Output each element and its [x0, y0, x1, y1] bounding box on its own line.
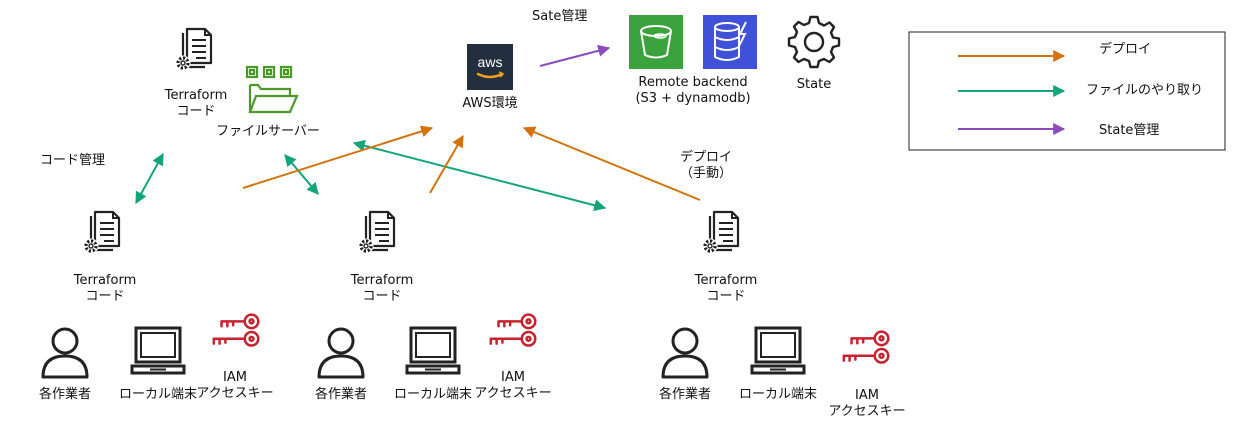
- label-terraform-code-top: Terraform コード: [150, 88, 242, 120]
- arrow-state-aws-to-backend: [539, 44, 611, 67]
- worker-icon-middle: [317, 327, 365, 379]
- label-local-pc-left: ローカル端末: [118, 387, 197, 402]
- label-iam-left: IAM アクセスキー: [190, 370, 280, 402]
- label-iam: IAM: [855, 388, 879, 403]
- label-remote-backend-line1: Remote backend: [638, 75, 748, 90]
- label-iam: IAM: [501, 370, 525, 385]
- arrow-file-right-code: [352, 139, 607, 212]
- arrow-file-middle-code: [284, 154, 319, 195]
- state-gear-icon: [787, 15, 841, 69]
- label-code: コード: [706, 289, 746, 304]
- label-terraform: Terraform: [164, 88, 228, 103]
- dynamodb-icon: [703, 15, 757, 69]
- legend-label-file: ファイルのやり取り: [1086, 83, 1204, 98]
- local-pc-icon-left: [130, 326, 186, 375]
- legend-label-deploy: デプロイ: [1099, 42, 1152, 57]
- local-pc-icon-right: [750, 326, 806, 375]
- label-remote-backend-line2: (S3 + dynamodb): [635, 91, 751, 106]
- label-terraform: Terraform: [694, 273, 758, 288]
- label-terraform-code-right: Terraform コード: [680, 273, 772, 305]
- worker-icon-left: [41, 327, 89, 379]
- label-code: コード: [362, 289, 402, 304]
- iam-key-icon-right: [842, 330, 890, 364]
- terraform-code-icon-right: [702, 210, 740, 256]
- terraform-code-icon-left: [83, 210, 121, 256]
- label-terraform-code-left: Terraform コード: [59, 273, 151, 305]
- label-file-server: ファイルサーバー: [216, 124, 320, 139]
- label-worker-right: 各作業者: [658, 387, 711, 402]
- label-access-key: アクセスキー: [474, 386, 552, 401]
- label-deploy-manual-line2: （手動）: [679, 166, 732, 181]
- iam-key-icon-middle: [489, 313, 537, 347]
- label-state: State: [796, 77, 832, 92]
- file-server-folder-icon: [245, 65, 299, 114]
- label-code: コード: [85, 289, 125, 304]
- label-iam: IAM: [223, 370, 247, 385]
- label-terraform: Terraform: [350, 273, 414, 288]
- local-pc-icon-middle: [405, 326, 461, 375]
- label-deploy-manual: デプロイ （手動）: [664, 150, 748, 182]
- arrow-deploy-middle: [429, 134, 464, 194]
- label-iam-right: IAM アクセスキー: [820, 388, 914, 420]
- iam-key-icon-left: [212, 313, 260, 347]
- label-code-kanri: コード管理: [40, 153, 106, 168]
- label-code: コード: [176, 104, 216, 119]
- aws-logo-icon: aws: [467, 44, 513, 90]
- label-aws-env: AWS環境: [462, 96, 518, 111]
- label-terraform: Terraform: [73, 273, 137, 288]
- arrow-file-left-code: [135, 152, 164, 205]
- arrows: [135, 44, 701, 212]
- label-local-pc-middle: ローカル端末: [393, 387, 472, 402]
- label-worker-left: 各作業者: [38, 387, 91, 402]
- legend: [908, 31, 1226, 151]
- arrow-deploy-left: [242, 125, 434, 189]
- label-access-key: アクセスキー: [828, 404, 906, 419]
- label-access-key: アクセスキー: [196, 386, 274, 401]
- label-sate-kanri: Sate管理: [532, 9, 588, 24]
- label-deploy-manual-line1: デプロイ: [679, 150, 732, 165]
- terraform-code-icon-middle: [358, 210, 396, 256]
- s3-bucket-icon: [629, 15, 683, 69]
- arrow-deploy-right: [522, 126, 701, 201]
- label-terraform-code-middle: Terraform コード: [336, 273, 428, 305]
- label-worker-middle: 各作業者: [314, 387, 367, 402]
- label-iam-middle: IAM アクセスキー: [466, 370, 560, 402]
- label-local-pc-right: ローカル端末: [738, 387, 817, 402]
- label-remote-backend: Remote backend (S3 + dynamodb): [618, 75, 768, 107]
- aws-logo-text: aws: [478, 54, 503, 70]
- terraform-code-icon-top: [175, 27, 213, 73]
- worker-icon-right: [661, 327, 709, 379]
- legend-label-state: State管理: [1099, 123, 1160, 138]
